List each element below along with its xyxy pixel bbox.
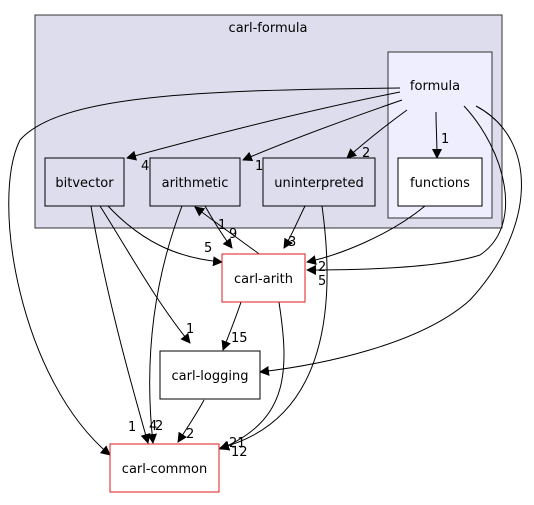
node-carl-logging[interactable]: carl-logging [159,350,261,400]
edge-arithmetic-carl-arith [204,205,233,249]
edge-label-formula-arithmetic: 1 [255,159,263,174]
edge-label-formula-bitvector: 4 [141,159,149,174]
edge-formula-functions [431,111,442,159]
edge-label-uninterpreted-carl-arith: 3 [288,235,296,250]
edge-label-arithmetic-carl-arith: 9 [229,227,237,242]
edge-bitvector-carl-common [90,205,151,444]
cluster-formula-label[interactable]: formula [410,79,460,94]
edge-bitvector-carl-logging [99,205,191,344]
edges [8,87,522,456]
node-bitvector[interactable]: bitvector [44,157,125,207]
node-carl-common[interactable]: carl-common [109,443,220,493]
node-bitvector-label[interactable]: bitvector [55,176,114,191]
node-carl-arith-label[interactable]: carl-arith [234,272,293,287]
edge-label-functions-carl-arith: 5 [318,274,326,289]
edge-carl-logging-carl-common [177,399,205,443]
edge-formula-uninterpreted [346,109,408,159]
edge-carl-arith-carl-common [219,295,285,451]
node-uninterpreted[interactable]: uninterpreted [262,157,376,207]
edge-arithmetic-carl-common [147,205,183,444]
node-carl-logging-box[interactable] [159,350,261,400]
edge-label-bitvector-carl-logging: 1 [186,322,194,337]
node-arithmetic-box[interactable] [149,157,241,207]
node-arithmetic-label[interactable]: arithmetic [162,176,229,191]
edge-carl-arith-arithmetic [194,206,263,257]
edge-formula-bitvector [126,91,401,161]
node-carl-arith[interactable]: carl-arith [221,253,306,303]
node-uninterpreted-label[interactable]: uninterpreted [274,176,363,191]
node-carl-logging-label[interactable]: carl-logging [172,369,249,384]
edge-label-bitvector-carl-arith: 5 [204,241,212,256]
edge-bitvector-carl-arith [107,205,223,267]
edge-label-carl-arith-carl-common: 21 [229,436,246,451]
cluster-carl-formula-label[interactable]: carl-formula [229,21,308,36]
node-functions[interactable]: functions [397,157,483,207]
node-carl-common-box[interactable] [109,443,220,493]
edge-formula-carl-arith [306,105,507,275]
edge-label-formula-carl-common: 1 [128,420,136,435]
node-carl-common-label[interactable]: carl-common [122,462,207,477]
edge-formula-carl-common [8,87,401,456]
edge-uninterpreted-carl-common [219,205,328,451]
node-carl-arith-box[interactable] [221,253,306,303]
edge-formula-arithmetic [242,99,403,162]
edge-label-carl-arith-carl-logging: 15 [231,331,248,346]
node-uninterpreted-box[interactable] [262,157,376,207]
edge-formula-carl-logging [259,105,522,376]
edge-label-formula-carl-arith: 2 [318,260,326,275]
edge-label-bitvector-carl-common: 2 [155,419,163,434]
node-functions-label[interactable]: functions [410,176,470,191]
edge-label-carl-arith-arithmetic: 1 [218,218,226,233]
edge-label-formula-functions: 1 [441,132,449,147]
edge-label-formula-uninterpreted: 2 [362,146,370,161]
edge-label-arithmetic-carl-common: 4 [149,419,157,434]
edge-label-carl-logging-carl-common: 2 [186,427,194,442]
node-bitvector-box[interactable] [44,157,125,207]
edge-labels: 4 1 2 1 2 1 5 1 2 9 4 3 12 5 1 15 21 2 [128,132,449,460]
edge-label-uninterpreted-carl-common: 12 [231,445,248,460]
edge-functions-carl-arith [306,205,426,266]
node-arithmetic[interactable]: arithmetic [149,157,241,207]
edge-uninterpreted-carl-arith [283,205,306,249]
node-functions-box[interactable] [397,157,483,207]
